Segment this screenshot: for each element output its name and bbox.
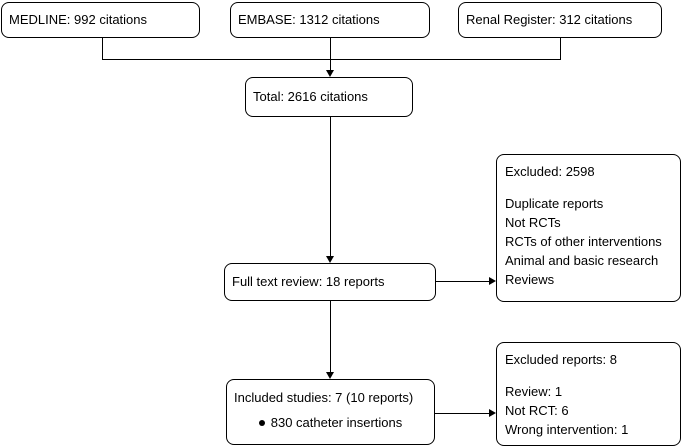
excluded-reason: RCTs of other interventions xyxy=(505,234,662,249)
spacer xyxy=(505,181,672,194)
total-box: Total: 2616 citations xyxy=(245,77,413,117)
catheter-insertions-label: 830 catheter insertions xyxy=(270,415,403,430)
spacer xyxy=(505,369,672,382)
included-bullet-line: 830 catheter insertions xyxy=(227,413,434,432)
total-arrowhead-icon xyxy=(326,70,334,77)
excluded-report-reason: Review: 1 xyxy=(505,384,563,399)
total-to-fulltext-line xyxy=(330,117,331,256)
sources-merge-line xyxy=(102,59,561,60)
embase-box: EMBASE: 1312 citations xyxy=(230,2,430,38)
excluded-citations-arrowhead-icon xyxy=(489,277,496,285)
excluded-reports-title: Excluded reports: 8 xyxy=(505,352,618,367)
included-to-excluded-reports-line xyxy=(435,413,489,414)
full-text-review-label: Full text review: 18 reports xyxy=(232,274,385,289)
medline-label: MEDLINE: 992 citations xyxy=(9,12,148,27)
full-text-review-box: Full text review: 18 reports xyxy=(224,263,436,301)
excluded-reason: Animal and basic research xyxy=(505,253,659,268)
excluded-reports-box: Excluded reports: 8 Review: 1 Not RCT: 6… xyxy=(496,342,681,446)
included-studies-label: Included studies: 7 (10 reports) xyxy=(234,390,414,405)
medline-connector-line xyxy=(102,38,103,59)
fulltext-arrowhead-icon xyxy=(326,256,334,263)
included-studies-box: Included studies: 7 (10 reports) 830 cat… xyxy=(226,379,435,445)
excluded-reports-arrowhead-icon xyxy=(489,409,496,417)
fulltext-to-excluded-line xyxy=(436,281,489,282)
excluded-report-reason: Wrong intervention: 1 xyxy=(505,422,629,437)
excluded-reason: Not RCTs xyxy=(505,215,561,230)
fulltext-to-included-line xyxy=(330,301,331,372)
renal-register-label: Renal Register: 312 citations xyxy=(466,12,633,27)
renal-register-box: Renal Register: 312 citations xyxy=(458,2,662,38)
excluded-reason: Duplicate reports xyxy=(505,196,604,211)
total-label: Total: 2616 citations xyxy=(253,89,368,104)
renal-register-connector-line xyxy=(560,38,561,59)
excluded-citations-box: Excluded: 2598 Duplicate reports Not RCT… xyxy=(496,154,681,302)
included-arrowhead-icon xyxy=(326,372,334,379)
embase-to-total-line xyxy=(330,38,331,70)
excluded-report-reason: Not RCT: 6 xyxy=(505,403,569,418)
excluded-citations-title: Excluded: 2598 xyxy=(505,164,595,179)
excluded-reason: Reviews xyxy=(505,272,555,287)
bullet-icon xyxy=(258,420,265,426)
embase-label: EMBASE: 1312 citations xyxy=(238,12,380,27)
medline-box: MEDLINE: 992 citations xyxy=(1,2,200,38)
